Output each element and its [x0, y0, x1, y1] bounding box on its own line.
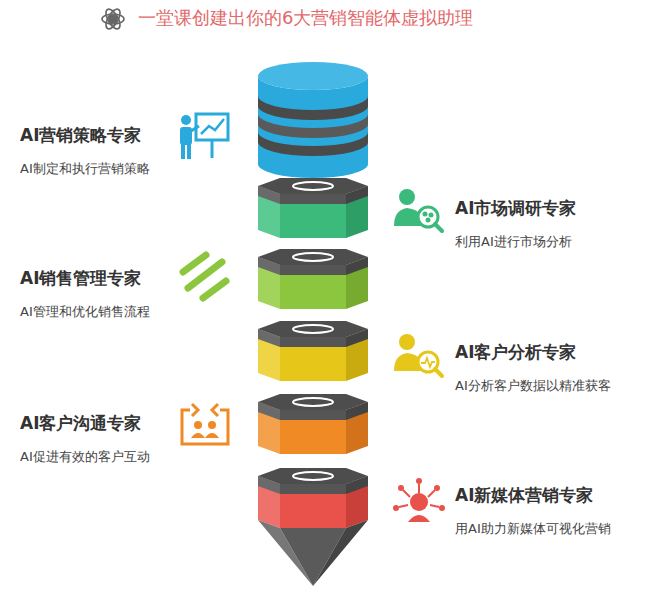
prism-face: [258, 257, 280, 309]
prism-face: [346, 329, 368, 381]
cylinder-band: [258, 76, 368, 178]
expert-label: AI客户分析专家 AI分析客户数据以精准获客: [455, 341, 660, 394]
prism-face: [280, 484, 346, 528]
prism-face: [258, 186, 280, 238]
prism-face: [280, 265, 346, 275]
expert-title: AI客户分析专家: [455, 341, 660, 363]
expert-description: AI制定和执行营销策略: [20, 160, 176, 177]
prism-face: [346, 402, 368, 454]
prism-face: [280, 194, 346, 204]
expert-description: AI分析客户数据以精准获客: [455, 377, 660, 394]
prism-face: [346, 186, 368, 238]
expert-title: AI营销策略专家: [20, 124, 176, 146]
cone-face: [313, 520, 368, 586]
hex-top: [258, 249, 368, 265]
hex-ring: [293, 472, 333, 480]
customer-analysis-icon: [394, 334, 442, 376]
expert-label: AI新媒体营销专家用AI助力新媒体可视化营销: [455, 484, 660, 537]
expert-description: 利用AI进行市场分析: [455, 233, 660, 250]
cylinder-band: [258, 132, 368, 156]
prism-face: [280, 410, 346, 420]
cylinder-top: [258, 62, 368, 90]
expert-title: AI客户沟通专家: [20, 412, 176, 434]
research-icon: [394, 189, 442, 231]
hex-top: [258, 468, 368, 484]
expert-title: AI销售管理专家: [20, 267, 176, 289]
hex-top: [258, 321, 368, 337]
prism-face: [280, 484, 346, 494]
hex-ring: [293, 325, 333, 333]
prism-face: [280, 194, 346, 238]
expert-title: AI市场调研专家: [455, 197, 660, 219]
prism-face: [346, 476, 368, 528]
expert-description: 用AI助力新媒体可视化营销: [455, 520, 660, 537]
expert-title: AI新媒体营销专家: [455, 484, 660, 506]
expert-label: AI客户沟通专家 AI促进有效的客户互动: [20, 412, 176, 465]
prism-face: [280, 337, 346, 347]
prism-face: [280, 410, 346, 454]
cylinder-band: [258, 96, 368, 120]
hex-top: [258, 178, 368, 194]
title: 一堂课创建出你的6大营销智能体虚拟助理: [138, 6, 568, 30]
expert-label: AI营销策略专家 AI制定和执行营销策略: [20, 124, 176, 177]
prism-face: [280, 265, 346, 309]
prism-face: [346, 257, 368, 309]
prism-face: [258, 402, 280, 454]
prism-face: [258, 329, 280, 381]
hex-ring: [293, 182, 333, 190]
expert-label: AI销售管理专家 AI管理和优化销售流程: [20, 267, 176, 320]
hex-ring: [293, 253, 333, 261]
sales-icon: [183, 255, 226, 298]
new-media-icon: [393, 478, 445, 522]
expert-description: AI管理和优化销售流程: [20, 303, 176, 320]
communication-icon: [182, 404, 228, 444]
cylinder-band: [258, 114, 368, 138]
title-icon: [102, 7, 124, 31]
prism-face: [280, 337, 346, 381]
prism-face: [258, 476, 280, 528]
hex-ring: [293, 398, 333, 406]
expert-description: AI促进有效的客户互动: [20, 448, 176, 465]
hex-top: [258, 394, 368, 410]
hex-stack: [258, 62, 368, 586]
strategy-icon: [180, 114, 228, 159]
expert-label: AI市场调研专家利用AI进行市场分析: [455, 197, 660, 250]
